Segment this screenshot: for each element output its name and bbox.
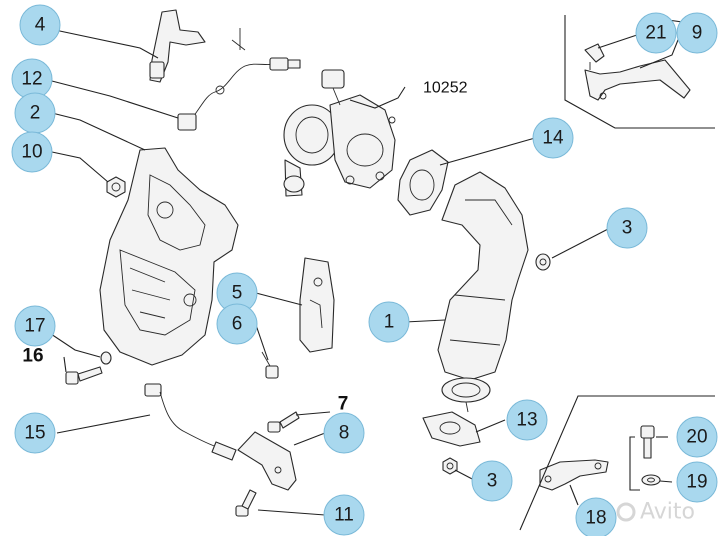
callout-5-label: 5	[232, 283, 243, 304]
callout-3-lower[interactable]: 3	[471, 460, 513, 502]
callout-13-label: 14	[542, 128, 564, 149]
callout-21[interactable]: 21	[635, 12, 677, 54]
callout-18[interactable]: 18	[575, 497, 617, 536]
turbocharger-drawing	[283, 69, 396, 197]
callout-7-label: 7	[338, 394, 349, 415]
callout-19[interactable]: 19	[676, 461, 718, 503]
oxygen-sensor-15-drawing	[144, 383, 237, 461]
bracket-8-drawing	[237, 431, 297, 491]
nut-3-lower-drawing	[442, 457, 458, 475]
reference-10252: 10252	[423, 80, 468, 97]
inset-frame-9	[564, 15, 715, 129]
callout-10[interactable]: 10	[11, 131, 53, 173]
bolt-20-drawing	[640, 425, 655, 459]
reference-label: 10252	[423, 80, 468, 97]
callout-21-label: 21	[645, 23, 666, 44]
callout-7[interactable]: 7	[338, 394, 349, 415]
callout-3-upper-label: 3	[622, 218, 633, 239]
nut-3-upper-drawing	[535, 253, 551, 271]
callout-10-label: 10	[21, 142, 42, 163]
gasket-13-drawing	[397, 149, 449, 216]
strap-18-drawing	[539, 459, 609, 491]
callout-1[interactable]: 1	[368, 301, 410, 343]
callout-11[interactable]: 11	[323, 494, 365, 536]
bolt-16-drawing	[65, 351, 112, 385]
callout-15[interactable]: 15	[14, 412, 56, 454]
callout-16-label: 16	[22, 346, 43, 367]
callout-6[interactable]: 6	[216, 303, 258, 345]
nut-10-drawing	[106, 176, 126, 198]
callout-14[interactable]: 12	[11, 58, 53, 100]
callout-20-label: 20	[686, 427, 707, 448]
callout-8-label: 8	[339, 423, 350, 444]
callout-9[interactable]: 9	[676, 12, 718, 54]
callout-12-label: 13	[516, 410, 537, 431]
catalytic-converter-drawing	[437, 171, 529, 413]
washer-19-drawing	[641, 474, 661, 486]
callout-14-label: 12	[21, 69, 42, 90]
bracket-4-drawing	[149, 9, 246, 83]
bolt-6-drawing	[261, 351, 279, 379]
callout-17[interactable]: 17	[14, 305, 56, 347]
callout-9-label: 9	[692, 23, 703, 44]
bracket-5-drawing	[299, 257, 335, 353]
callout-13[interactable]: 14	[532, 117, 574, 159]
callout-8[interactable]: 8	[323, 412, 365, 454]
callout-3-lower-label: 3	[487, 471, 498, 492]
callout-6-label: 6	[232, 314, 243, 335]
bolt-11-drawing	[235, 489, 257, 517]
bolt-7-drawing	[267, 411, 300, 433]
watermark-text: Avito	[640, 500, 695, 525]
callout-4[interactable]: 4	[19, 4, 61, 46]
oxygen-sensor-14-drawing	[177, 57, 301, 131]
callout-1-label: 1	[384, 312, 395, 333]
callout-4-label: 4	[35, 15, 46, 36]
callout-17-label: 17	[24, 316, 45, 337]
callout-2[interactable]: 2	[14, 92, 56, 134]
callout-20[interactable]: 20	[676, 416, 718, 458]
callout-19-label: 19	[686, 472, 707, 493]
callout-3-upper[interactable]: 3	[606, 207, 648, 249]
callout-15-label: 15	[24, 423, 45, 444]
callout-12[interactable]: 13	[506, 399, 548, 441]
gasket-12-drawing	[422, 411, 481, 447]
inset-frame-18	[519, 395, 715, 531]
bracket-9-drawing	[584, 43, 691, 101]
heat-shield-drawing	[99, 147, 239, 366]
watermark: Avito	[616, 500, 695, 525]
callout-16[interactable]: 16	[22, 346, 43, 367]
callout-18-label: 18	[585, 508, 606, 529]
callout-11-label: 11	[334, 505, 354, 526]
callout-2-label: 2	[30, 103, 41, 124]
